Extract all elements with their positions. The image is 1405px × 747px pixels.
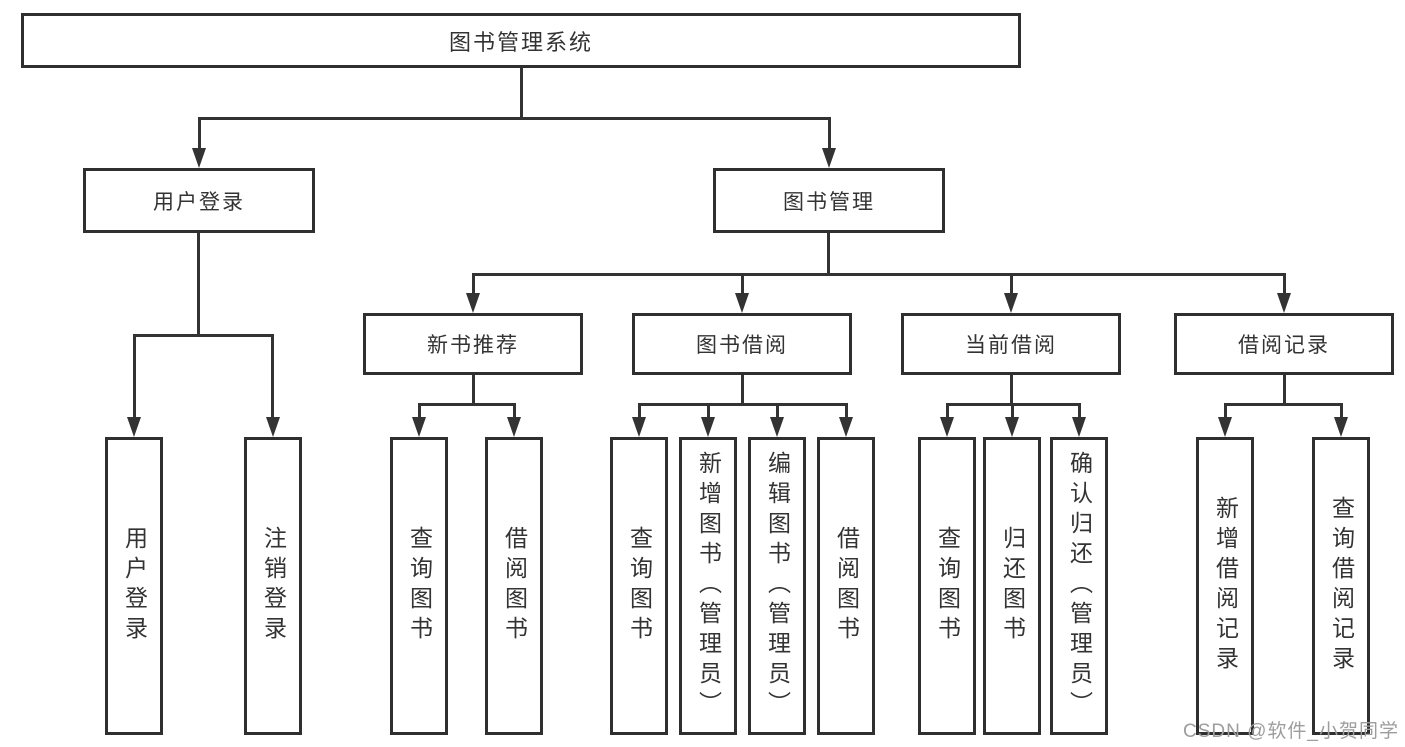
node-book-borrowing: 图书借阅 (632, 313, 852, 375)
node-borrow-books: 借阅图书 (817, 437, 875, 735)
node-label: 图书管理 (783, 190, 875, 214)
node-label: 借阅图书 (501, 526, 528, 646)
node-new-book-recommendation: 新书推荐 (363, 313, 583, 375)
node-borrowing-records: 借阅记录 (1174, 313, 1394, 375)
connector-line (1340, 403, 1343, 419)
connector-line (741, 273, 744, 295)
connector-line (1224, 403, 1342, 406)
connector-line (1224, 403, 1227, 419)
node-label: 图书借阅 (696, 334, 788, 357)
arrow-down-icon (1218, 417, 1232, 437)
connector-line (638, 403, 847, 406)
arrow-down-icon (466, 293, 480, 313)
arrow-down-icon (701, 417, 715, 437)
node-label: 归还图书 (999, 526, 1026, 646)
node-label: 新增图书（管理员） (695, 451, 722, 721)
connector-line (418, 403, 516, 406)
connector-line (513, 403, 516, 419)
connector-line (827, 232, 830, 275)
node-user-login-module: 用户登录 (83, 168, 315, 233)
arrow-down-icon (1005, 417, 1019, 437)
node-user-login: 用户登录 (105, 437, 163, 735)
arrow-down-icon (632, 417, 646, 437)
node-label: 查询图书 (934, 526, 961, 646)
arrow-down-icon (1072, 417, 1086, 437)
node-confirm-return-admin: 确认归还（管理员） (1050, 437, 1108, 735)
connector-line (845, 403, 848, 419)
node-label: 查询借阅记录 (1328, 496, 1355, 676)
node-edit-books-admin: 编辑图书（管理员） (748, 437, 806, 735)
connector-line (520, 67, 523, 119)
node-label: 当前借阅 (965, 334, 1057, 357)
node-label: 新增借阅记录 (1212, 496, 1239, 676)
node-label: 借阅图书 (833, 526, 860, 646)
connector-line (946, 403, 949, 419)
node-query-books-current: 查询图书 (918, 437, 976, 735)
node-add-books-admin: 新增图书（管理员） (679, 437, 737, 735)
node-label: 查询图书 (406, 526, 433, 646)
arrow-down-icon (412, 417, 426, 437)
node-return-books: 归还图书 (983, 437, 1041, 735)
node-label: 借阅记录 (1238, 334, 1330, 357)
node-label: 注销登录 (260, 526, 287, 646)
connector-line (741, 374, 744, 406)
connector-line (472, 374, 475, 406)
connector-line (1078, 403, 1081, 419)
connector-line (472, 273, 475, 295)
node-add-borrow-record: 新增借阅记录 (1196, 437, 1254, 735)
connector-line (1010, 273, 1013, 295)
connector-line (707, 403, 710, 419)
arrow-down-icon (192, 148, 206, 168)
arrow-down-icon (735, 293, 749, 313)
connector-line (198, 117, 831, 120)
node-book-management-module: 图书管理 (713, 168, 945, 233)
node-label: 用户登录 (121, 526, 148, 646)
node-label: 新书推荐 (427, 334, 519, 357)
node-query-books-borrow: 查询图书 (610, 437, 668, 735)
node-library-management-system: 图书管理系统 (21, 13, 1021, 68)
connector-line (1011, 403, 1014, 419)
connector-line (638, 403, 641, 419)
node-label: 确认归还（管理员） (1066, 451, 1093, 721)
node-label: 编辑图书（管理员） (764, 451, 791, 721)
csdn-watermark: CSDN @软件_小贺同学 (1183, 721, 1399, 742)
arrow-down-icon (507, 417, 521, 437)
arrow-down-icon (1277, 293, 1291, 313)
connector-line (418, 403, 421, 419)
node-label: 图书管理系统 (448, 29, 593, 55)
arrow-down-icon (1334, 417, 1348, 437)
connector-line (472, 273, 1285, 276)
arrow-down-icon (770, 417, 784, 437)
connector-line (1283, 273, 1286, 295)
connector-line (197, 232, 200, 336)
arrow-down-icon (839, 417, 853, 437)
node-logout: 注销登录 (244, 437, 302, 735)
connector-line (133, 334, 274, 337)
arrow-down-icon (822, 148, 836, 168)
connector-line (271, 334, 274, 419)
arrow-down-icon (940, 417, 954, 437)
node-query-books-recommend: 查询图书 (390, 437, 448, 735)
connector-line (776, 403, 779, 419)
connector-line (1010, 374, 1013, 406)
arrow-down-icon (1004, 293, 1018, 313)
node-borrow-books-recommend: 借阅图书 (485, 437, 543, 735)
node-current-borrowing: 当前借阅 (901, 313, 1121, 375)
node-query-borrow-record: 查询借阅记录 (1312, 437, 1370, 735)
connector-line (198, 117, 201, 150)
arrow-down-icon (127, 417, 141, 437)
arrow-down-icon (266, 417, 280, 437)
connector-line (1283, 374, 1286, 406)
node-label: 查询图书 (626, 526, 653, 646)
connector-line (828, 117, 831, 150)
node-label: 用户登录 (153, 190, 245, 214)
connector-line (133, 334, 136, 419)
